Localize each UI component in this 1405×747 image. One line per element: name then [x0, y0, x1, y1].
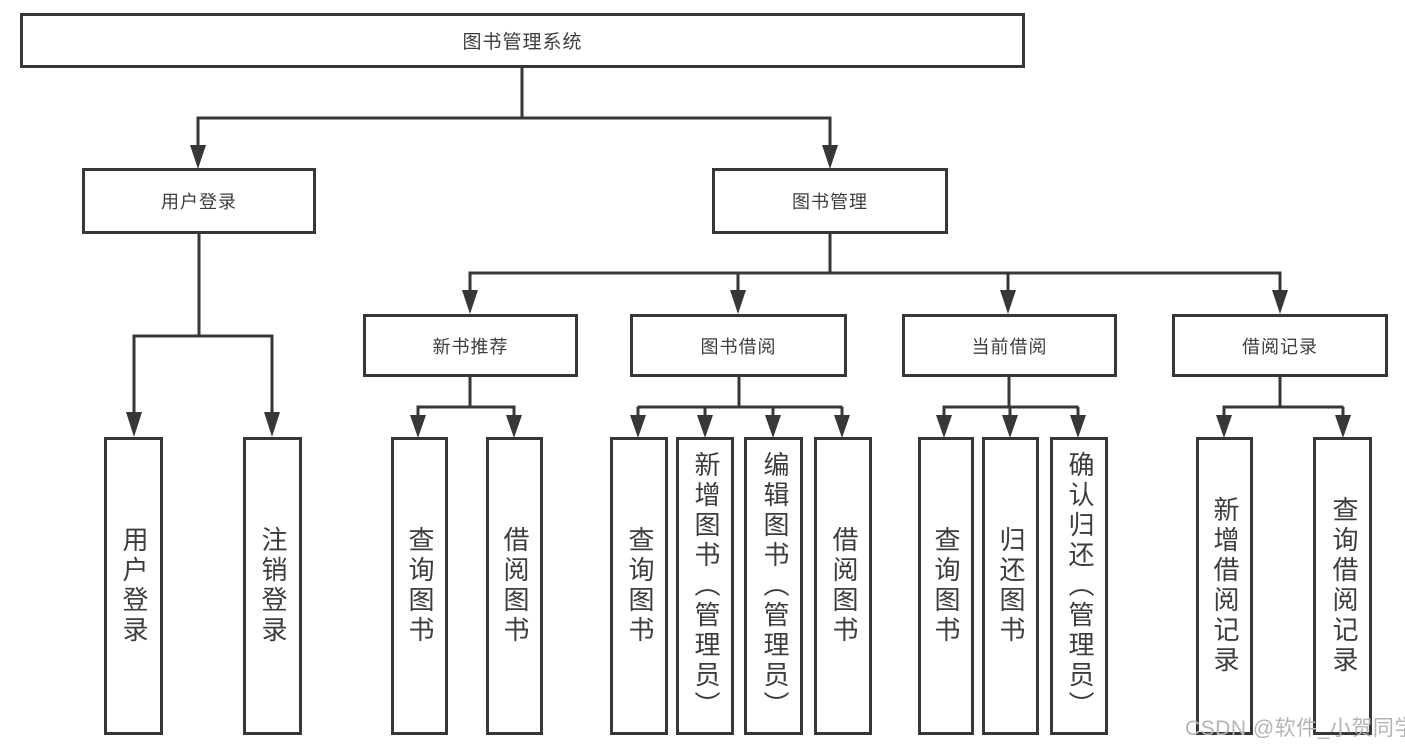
edge-book-borrowing-children: [630, 377, 850, 438]
edge-user-login-children: [126, 234, 280, 437]
edge-current-borrowing-children: [936, 377, 1086, 438]
arrow-down-icon: [1216, 415, 1232, 438]
leaf-return-books: 归还图书: [982, 437, 1039, 735]
arrow-down-icon: [822, 145, 838, 169]
arrow-down-icon: [264, 412, 280, 437]
arrow-down-icon: [506, 415, 522, 438]
arrow-down-icon: [834, 415, 850, 438]
leaf-borrow-books-recommend: 借阅图书: [486, 437, 543, 735]
leaf-user-login: 用户登录: [104, 437, 163, 735]
arrow-down-icon: [630, 415, 646, 438]
leaf-confirm-return-admin: 确认归还（管理员）: [1050, 437, 1108, 735]
node-current-borrowing: 当前借阅: [902, 314, 1117, 377]
arrow-down-icon: [697, 415, 713, 438]
arrow-down-icon: [190, 145, 206, 169]
leaf-logout: 注销登录: [243, 437, 302, 735]
node-new-book-recommendation: 新书推荐: [363, 314, 578, 377]
leaf-borrow-books-borrowing: 借阅图书: [814, 437, 872, 735]
arrow-down-icon: [936, 415, 952, 438]
arrow-down-icon: [462, 290, 478, 314]
arrow-down-icon: [730, 290, 746, 314]
leaf-add-books-admin: 新增图书（管理员）: [676, 437, 734, 735]
arrow-down-icon: [765, 415, 781, 438]
node-borrowing-records: 借阅记录: [1172, 314, 1388, 377]
arrow-down-icon: [410, 415, 426, 438]
leaf-query-borrow-record: 查询借阅记录: [1313, 437, 1372, 735]
arrow-down-icon: [1335, 415, 1351, 438]
edge-new-book-recommendation-children: [410, 377, 522, 438]
arrow-down-icon: [126, 412, 142, 437]
edge-book-management-children: [462, 234, 1288, 314]
node-book-borrowing: 图书借阅: [630, 314, 847, 377]
edge-root-to-level2: [190, 68, 838, 169]
arrow-down-icon: [1002, 415, 1018, 438]
arrow-down-icon: [1000, 290, 1016, 314]
node-user-login: 用户登录: [82, 168, 316, 234]
leaf-query-books-current: 查询图书: [918, 437, 974, 735]
leaf-add-borrow-record: 新增借阅记录: [1196, 437, 1253, 735]
leaf-query-books-recommend: 查询图书: [391, 437, 448, 735]
edge-borrowing-records-children: [1216, 377, 1351, 438]
arrow-down-icon: [1070, 415, 1086, 438]
arrow-down-icon: [1272, 290, 1288, 314]
node-book-management: 图书管理: [712, 168, 948, 234]
node-library-management-system: 图书管理系统: [20, 13, 1025, 68]
watermark-text: CSDN @软件_小贺同学: [1185, 717, 1405, 740]
leaf-query-books-borrowing: 查询图书: [610, 437, 668, 735]
leaf-edit-books-admin: 编辑图书（管理员）: [744, 437, 803, 735]
